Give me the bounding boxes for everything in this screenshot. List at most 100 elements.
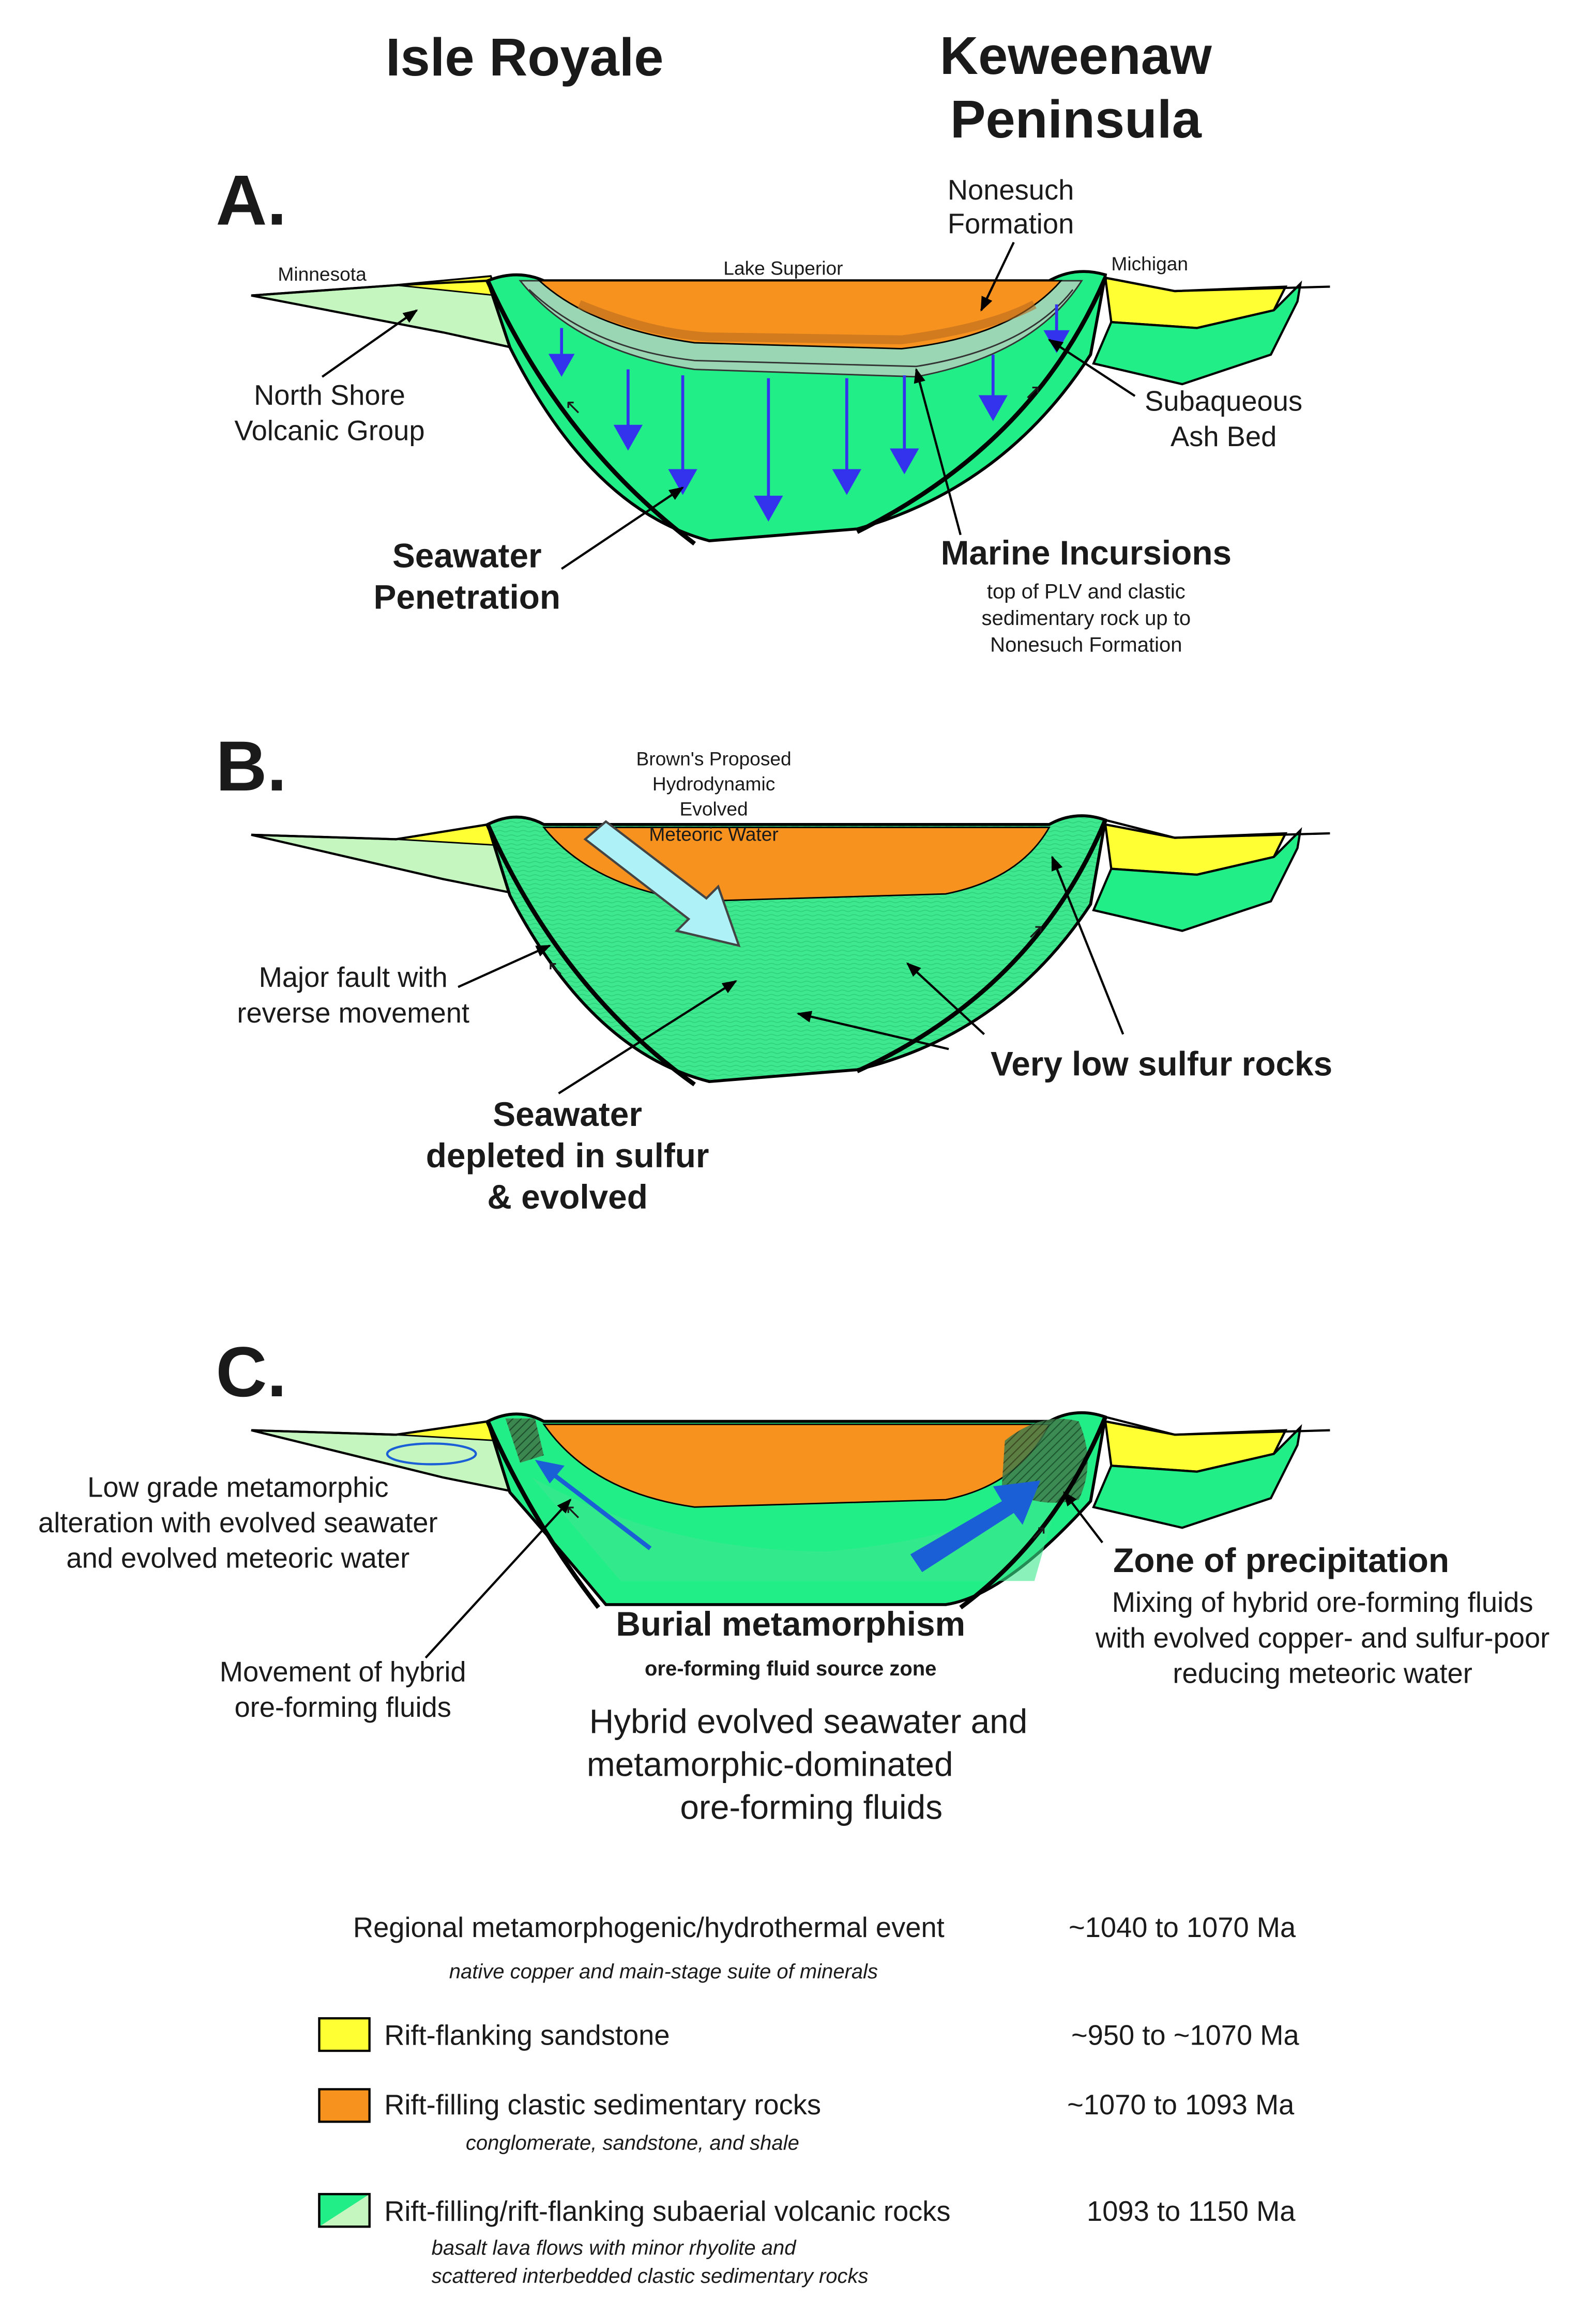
label-movement-1: Movement of hybrid bbox=[220, 1656, 466, 1688]
legend-volcanic-sub-2: scattered interbedded clastic sedimentar… bbox=[432, 2265, 869, 2288]
pointer-low-sulfur-2 bbox=[906, 962, 985, 1035]
right-flank-volcanics bbox=[1092, 280, 1302, 386]
fault-left-c bbox=[485, 1420, 601, 1609]
label-marine: Marine Incursions bbox=[941, 533, 1232, 572]
pointer-marine bbox=[914, 368, 962, 536]
label-seawater-2: Penetration bbox=[374, 578, 561, 616]
pointer-low-sulfur-1 bbox=[796, 1011, 949, 1050]
fault-mark-b2: ↗ bbox=[1027, 920, 1045, 943]
flow-arrow-right bbox=[910, 1480, 1041, 1573]
fault-right-b bbox=[856, 819, 1107, 1074]
label-movement-2: ore-forming fluids bbox=[234, 1691, 451, 1723]
flow-arrow-left-line bbox=[548, 1470, 652, 1550]
legend-clastic-age: ~1070 to 1093 Ma bbox=[1067, 2089, 1295, 2121]
pointer-seawater bbox=[561, 486, 684, 570]
right-flank-b bbox=[1092, 827, 1302, 932]
label-michigan: Michigan bbox=[1111, 253, 1188, 275]
label-ash-1: Subaqueous bbox=[1145, 386, 1302, 417]
label-hybrid-3: ore-forming fluids bbox=[680, 1788, 943, 1826]
legend-sandstone: Rift-flanking sandstone bbox=[384, 2020, 670, 2051]
label-depleted-2: depleted in sulfur bbox=[426, 1136, 709, 1175]
label-hybrid-1: Hybrid evolved seawater and bbox=[589, 1702, 1028, 1741]
nonesuch-band bbox=[577, 300, 1037, 344]
label-zone: Zone of precipitation bbox=[1113, 1541, 1449, 1579]
label-lake-superior: Lake Superior bbox=[723, 257, 843, 279]
legend-sandstone-age: ~950 to ~1070 Ma bbox=[1071, 2020, 1300, 2051]
pointer-ash bbox=[1047, 339, 1136, 397]
label-north-shore-2: Volcanic Group bbox=[234, 415, 424, 447]
label-north-shore-1: North Shore bbox=[254, 379, 405, 411]
label-browns-4: Meteoric Water bbox=[649, 823, 778, 845]
label-nonesuch-2: Formation bbox=[948, 208, 1074, 240]
precip-zone-right bbox=[1001, 1419, 1088, 1503]
label-burial-sub: ore-forming fluid source zone bbox=[645, 1657, 936, 1680]
label-browns-2: Hydrodynamic bbox=[652, 773, 775, 795]
right-flank-c bbox=[1092, 1424, 1302, 1529]
fault-right-c bbox=[959, 1416, 1107, 1610]
legend-clastic-sub: conglomerate, sandstone, and shale bbox=[466, 2132, 799, 2155]
label-marine-sub-3: Nonesuch Formation bbox=[990, 633, 1182, 656]
label-depleted-1: Seawater bbox=[493, 1095, 642, 1133]
legend-event: Regional metamorphogenic/hydrothermal ev… bbox=[353, 1912, 945, 1943]
fault-left-a bbox=[485, 280, 696, 546]
pointer-low-sulfur-3 bbox=[1051, 856, 1124, 1035]
label-minnesota: Minnesota bbox=[278, 263, 367, 285]
label-seawater-1: Seawater bbox=[392, 537, 542, 575]
legend-volcanic-age: 1093 to 1150 Ma bbox=[1087, 2196, 1296, 2227]
legend-event-age: ~1040 to 1070 Ma bbox=[1069, 1912, 1296, 1943]
label-nonesuch-1: Nonesuch bbox=[948, 174, 1074, 206]
label-lowgrade-1: Low grade metamorphic bbox=[87, 1471, 388, 1503]
legend-volcanic-sub-1: basalt lava flows with minor rhyolite an… bbox=[432, 2237, 797, 2260]
fault-left-b bbox=[485, 824, 696, 1087]
label-fault-2: reverse movement bbox=[237, 997, 469, 1029]
fault-mark-c2: ↗ bbox=[1030, 1521, 1047, 1544]
label-lowgrade-2: alteration with evolved seawater bbox=[38, 1507, 438, 1538]
panel-c-letter: C. bbox=[216, 1333, 286, 1412]
alteration-loop bbox=[386, 1442, 477, 1466]
label-marine-sub-1: top of PLV and clastic bbox=[987, 581, 1185, 603]
label-marine-sub-2: sedimentary rock up to bbox=[982, 607, 1191, 630]
legend: Regional metamorphogenic/hydrothermal ev… bbox=[318, 1912, 1300, 2288]
label-mixing-2: with evolved copper- and sulfur-poor bbox=[1095, 1622, 1549, 1654]
label-mixing-3: reducing meteoric water bbox=[1173, 1657, 1472, 1689]
pointer-nonesuch bbox=[980, 241, 1015, 312]
fault-right-a bbox=[856, 277, 1107, 534]
basin-layer-line bbox=[528, 289, 1074, 368]
legend-swatch-volcanic-light bbox=[319, 2194, 370, 2227]
pointer-zone bbox=[1063, 1491, 1103, 1544]
legend-swatch-sandstone bbox=[318, 2017, 371, 2052]
label-ash-2: Ash Bed bbox=[1171, 421, 1276, 452]
header-keweenaw: Keweenaw bbox=[940, 26, 1212, 85]
ground-line-c bbox=[251, 1415, 1330, 1436]
fault-mark-a2: ↗ bbox=[1024, 381, 1042, 404]
panel-a-letter: A. bbox=[216, 161, 286, 240]
pointer-fault bbox=[458, 944, 551, 988]
label-depleted-3: & evolved bbox=[487, 1178, 647, 1216]
legend-swatch-clastic bbox=[318, 2088, 371, 2123]
label-burial: Burial metamorphism bbox=[616, 1605, 965, 1643]
panel-a: A. ↖ ↗ Minnesota Lake S bbox=[216, 161, 1330, 656]
legend-event-sub: native copper and main-stage suite of mi… bbox=[449, 1960, 878, 1983]
label-hybrid-2: metamorphic-dominated bbox=[587, 1745, 953, 1783]
fault-mark-b1: ↖ bbox=[547, 957, 565, 980]
pointer-movement bbox=[424, 1498, 572, 1659]
panel-c: C. ↖ ↗ Low grade metamorphic alteration … bbox=[38, 1333, 1549, 1826]
pointer-north-shore bbox=[321, 309, 418, 378]
flow-arrow-left-head bbox=[535, 1459, 565, 1484]
precip-zone-left bbox=[505, 1418, 544, 1463]
label-low-sulfur: Very low sulfur rocks bbox=[991, 1045, 1332, 1083]
label-fault-1: Major fault with bbox=[259, 962, 448, 993]
header-peninsula: Peninsula bbox=[950, 89, 1202, 149]
fault-mark-a1: ↖ bbox=[565, 395, 582, 418]
browns-arrow bbox=[583, 820, 741, 948]
label-browns-1: Brown's Proposed bbox=[636, 748, 791, 770]
ground-line-a bbox=[251, 277, 1330, 297]
label-mixing-1: Mixing of hybrid ore-forming fluids bbox=[1112, 1587, 1533, 1618]
header-isle-royale: Isle Royale bbox=[386, 27, 664, 87]
label-browns-3: Evolved bbox=[680, 798, 748, 820]
legend-clastic: Rift-filling clastic sedimentary rocks bbox=[384, 2089, 821, 2121]
panel-b-letter: B. bbox=[216, 727, 286, 806]
legend-swatch-volcanic-border bbox=[318, 2193, 371, 2228]
panel-b: B. ↖ ↗ Brown's Proposed Hydrodynamic Evo… bbox=[216, 727, 1332, 1216]
